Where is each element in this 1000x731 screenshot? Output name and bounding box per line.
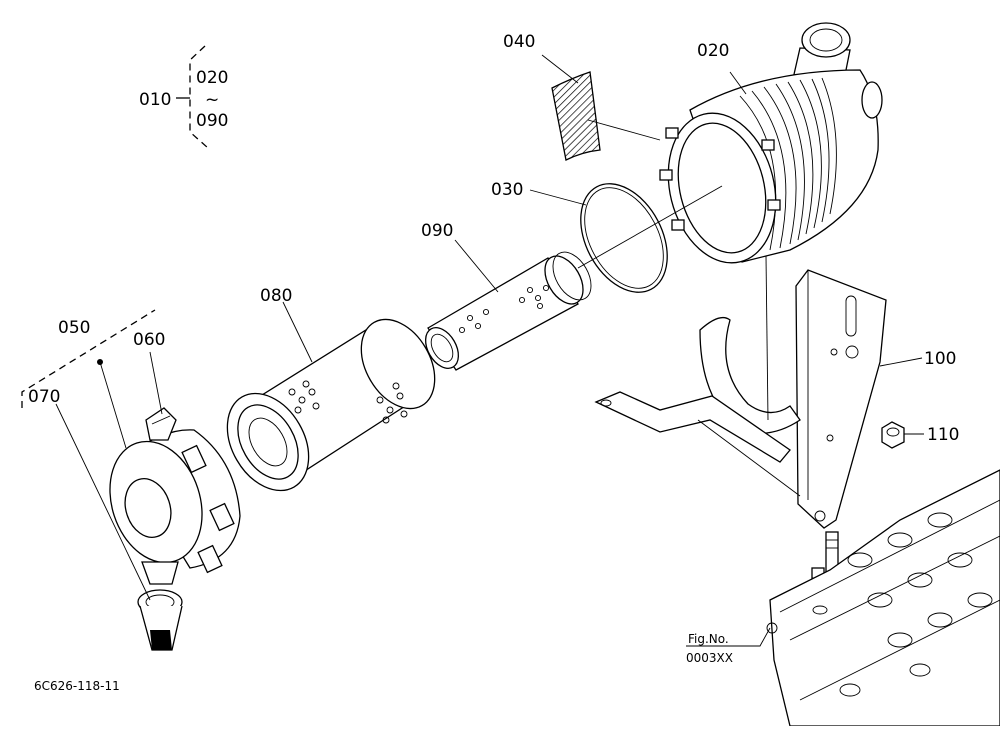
group-range-tilde: ~ [205, 90, 219, 110]
part-040-sticker[interactable]: 040 [503, 32, 661, 161]
figure-reference: Fig.No. 0003XX 6C626-118-11 [34, 627, 771, 693]
drawing-id: 6C626-118-11 [34, 679, 120, 693]
part-label-110[interactable]: 110 [927, 425, 959, 445]
part-030-o-ring[interactable]: 030 [491, 169, 685, 307]
part-070-evacuator-valve[interactable]: 070 [28, 387, 183, 651]
group-label[interactable]: 010 [139, 90, 171, 110]
part-label-080[interactable]: 080 [260, 286, 292, 306]
body-ribs [739, 77, 837, 251]
group-bracket-050: 050 [21, 309, 156, 449]
part-label-070[interactable]: 070 [28, 387, 60, 407]
part-label-040[interactable]: 040 [503, 32, 535, 52]
part-020-air-cleaner-body[interactable]: 020 [653, 22, 883, 274]
part-100-bracket[interactable]: 100 [594, 255, 956, 529]
safety-element-holes [458, 284, 550, 334]
fig-caption-line1: Fig.No. [688, 632, 729, 646]
group-bracket-010: 010 020 ~ 090 [139, 45, 228, 149]
main-element-holes [288, 380, 408, 424]
cylinder-head [766, 469, 1000, 727]
part-label-020[interactable]: 020 [697, 41, 729, 61]
group-range-end[interactable]: 090 [196, 111, 228, 131]
part-050-cover[interactable]: 060 [95, 330, 241, 575]
part-label-090[interactable]: 090 [421, 221, 453, 241]
part-label-050[interactable]: 050 [58, 318, 90, 338]
part-label-100[interactable]: 100 [924, 349, 956, 369]
group-range-start[interactable]: 020 [196, 68, 228, 88]
assembly-axis-line [577, 185, 723, 269]
fig-caption-line2: 0003XX [686, 651, 733, 665]
part-090-safety-element[interactable]: 090 [419, 221, 599, 374]
part-label-060[interactable]: 060 [133, 330, 165, 350]
part-label-030[interactable]: 030 [491, 180, 523, 200]
part-080-main-element[interactable]: 080 [211, 286, 450, 505]
part-110-nut[interactable]: 110 [881, 421, 959, 449]
